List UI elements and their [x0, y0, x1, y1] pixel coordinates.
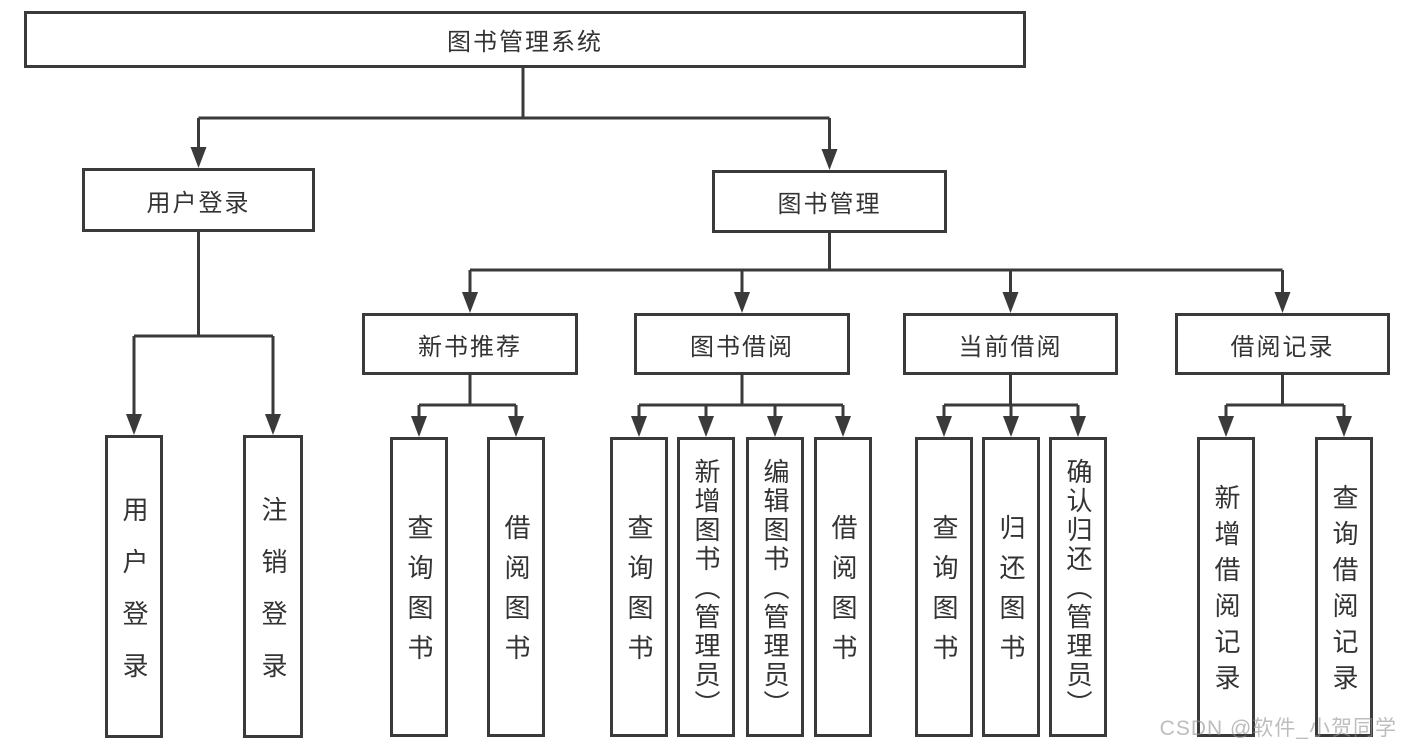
- leaf-add-books-admin: 新增图书（管理员）: [677, 437, 735, 737]
- leaf-confirm-return-admin: 确认归还（管理员）: [1049, 437, 1107, 737]
- arrowhead-icon: [190, 147, 207, 168]
- node-label: 查询图书: [404, 514, 434, 674]
- node-library-management-system: 图书管理系统: [24, 11, 1026, 68]
- node-label: 当前借阅: [958, 333, 1063, 361]
- node-label: 新增图书（管理员）: [691, 458, 721, 719]
- arrowhead-icon: [631, 416, 647, 437]
- node-user-login: 用户登录: [82, 168, 315, 232]
- node-label: 借阅图书: [828, 514, 858, 674]
- node-book-borrowing: 图书借阅: [634, 313, 850, 375]
- leaf-logout: 注销登录: [243, 435, 303, 738]
- arrowhead-icon: [1070, 416, 1086, 437]
- arrowhead-icon: [1336, 416, 1352, 437]
- node-label: 查询图书: [624, 514, 654, 674]
- leaf-borrow-books-recommend: 借阅图书: [487, 437, 545, 737]
- arrowhead-icon: [126, 414, 142, 435]
- leaf-user-login: 用户登录: [105, 435, 163, 738]
- node-label: 图书借阅: [690, 333, 794, 361]
- node-label: 借阅图书: [501, 514, 531, 674]
- arrowhead-icon: [411, 416, 427, 437]
- arrowhead-icon: [821, 149, 838, 170]
- node-label: 用户登录: [146, 189, 251, 217]
- node-new-book-recommendation: 新书推荐: [362, 313, 578, 375]
- node-label: 归还图书: [996, 514, 1026, 674]
- node-label: 用户登录: [119, 495, 149, 704]
- node-book-management: 图书管理: [712, 170, 947, 233]
- arrowhead-icon: [734, 292, 750, 313]
- leaf-borrow-books: 借阅图书: [814, 437, 872, 737]
- node-label: 注销登录: [258, 495, 288, 704]
- arrowhead-group: [126, 147, 1352, 437]
- leaf-add-borrow-record: 新增借阅记录: [1197, 437, 1255, 737]
- arrowhead-icon: [698, 416, 714, 437]
- arrowhead-icon: [936, 416, 952, 437]
- node-label: 查询图书: [929, 514, 959, 674]
- csdn-watermark: CSDN @软件_小贺同学: [1159, 717, 1397, 740]
- leaf-edit-books-admin: 编辑图书（管理员）: [746, 437, 804, 737]
- node-label: 借阅记录: [1230, 333, 1335, 361]
- node-label: 编辑图书（管理员）: [760, 458, 790, 719]
- leaf-query-books-current: 查询图书: [915, 437, 973, 737]
- arrowhead-icon: [1003, 416, 1019, 437]
- node-label: 图书管理系统: [447, 29, 603, 56]
- node-current-borrowing: 当前借阅: [903, 313, 1118, 375]
- leaf-query-books-recommend: 查询图书: [390, 437, 448, 737]
- arrowhead-icon: [835, 416, 851, 437]
- node-label: 新书推荐: [418, 333, 522, 361]
- arrowhead-icon: [1002, 292, 1019, 313]
- leaf-query-books-borrow: 查询图书: [610, 437, 668, 737]
- node-label: 图书管理: [777, 191, 882, 218]
- arrowhead-icon: [1218, 416, 1234, 437]
- node-borrowing-records: 借阅记录: [1175, 313, 1390, 375]
- node-label: 新增借阅记录: [1211, 484, 1241, 700]
- leaf-query-borrow-record: 查询借阅记录: [1315, 437, 1373, 737]
- arrowhead-icon: [508, 416, 524, 437]
- arrowhead-icon: [1274, 292, 1291, 313]
- arrowhead-icon: [265, 414, 281, 435]
- arrowhead-icon: [767, 416, 783, 437]
- arrowhead-icon: [462, 292, 478, 313]
- node-label: 确认归还（管理员）: [1063, 458, 1093, 719]
- node-label: 查询借阅记录: [1329, 484, 1359, 700]
- leaf-return-books: 归还图书: [982, 437, 1040, 737]
